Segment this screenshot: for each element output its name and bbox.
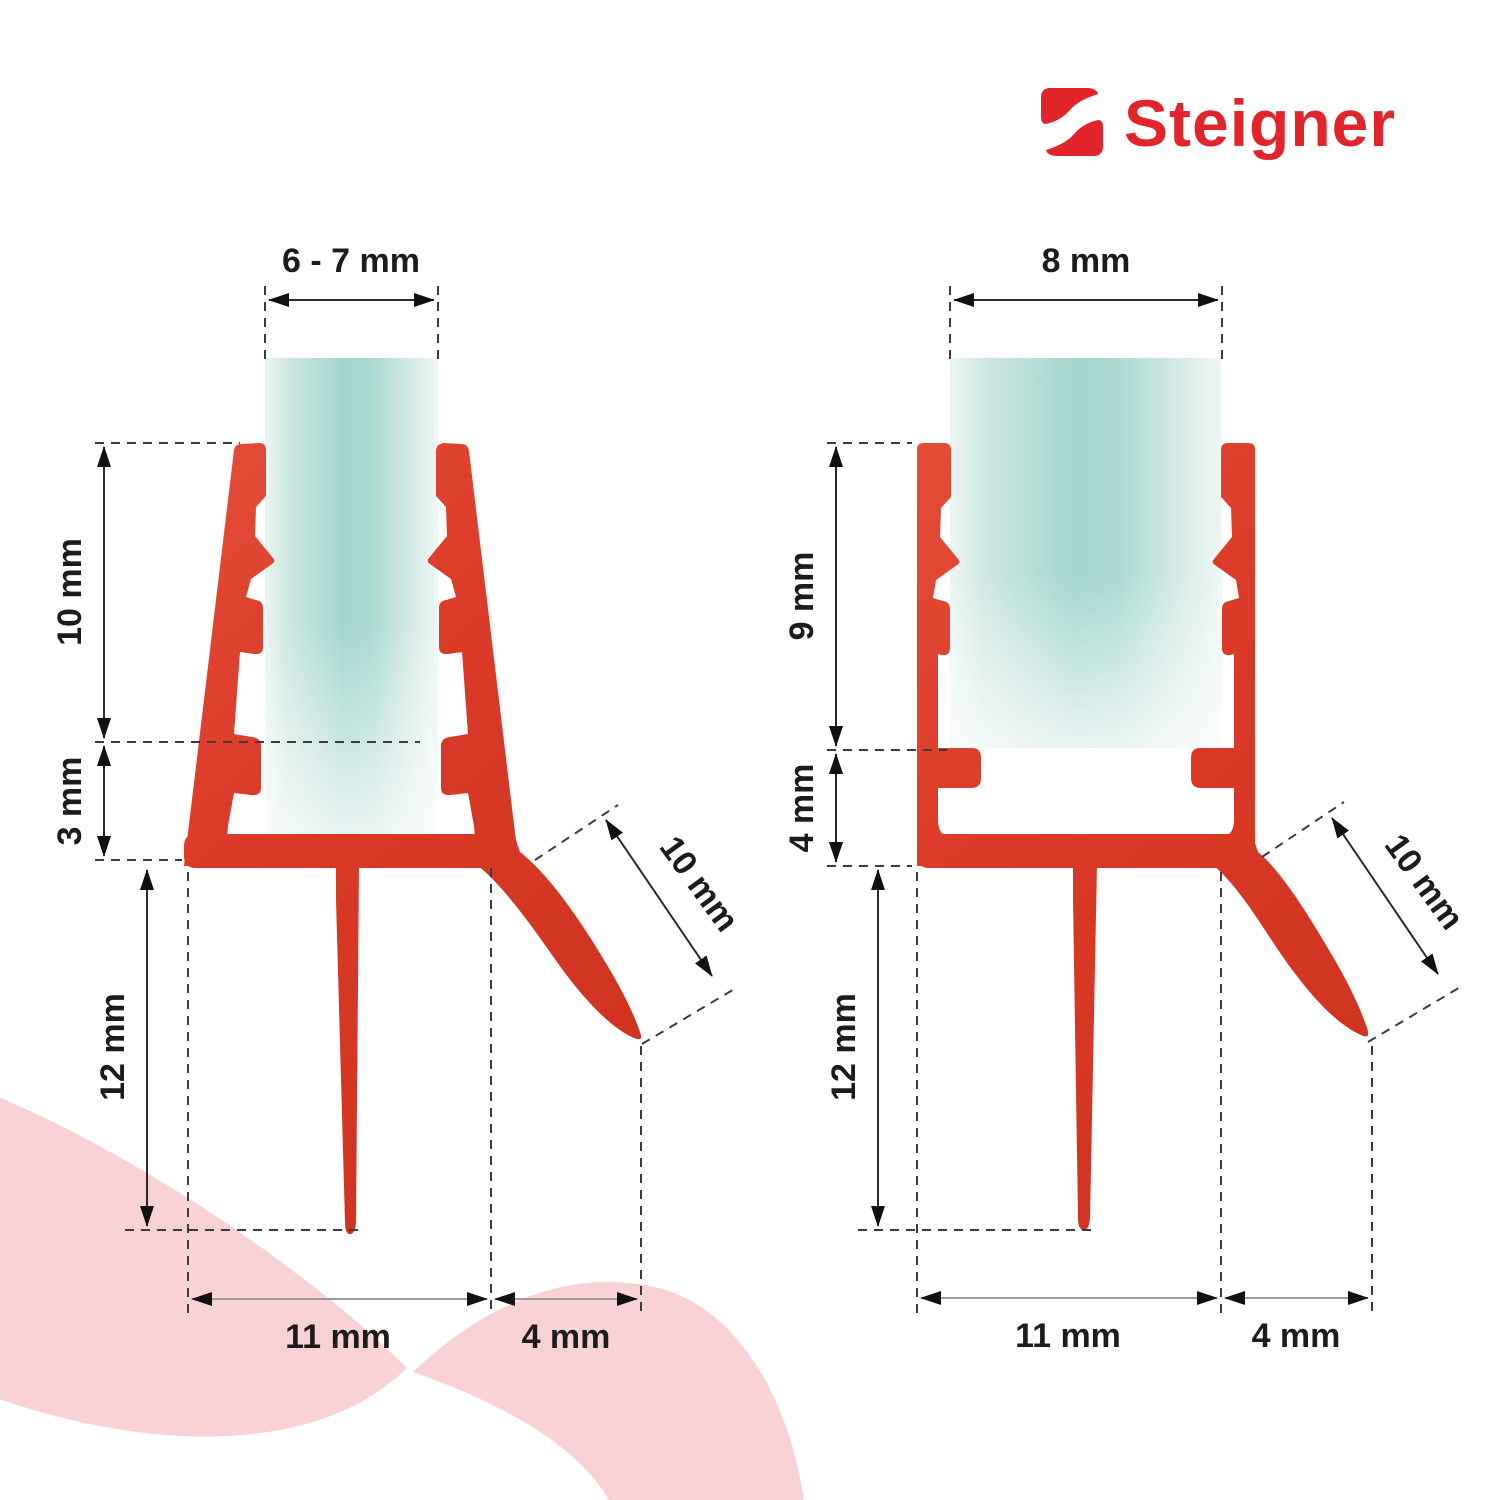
- seal-left-arm: [917, 443, 981, 866]
- seal-drip-lip: [468, 834, 642, 1040]
- dim-label-glass-width-left: 6 - 7 mm: [282, 242, 420, 280]
- dim-upper-clamp-right: 9 mm: [783, 442, 947, 751]
- seal-left-arm: [184, 443, 275, 866]
- dim-lower-clamp-right: 4 mm: [783, 753, 912, 867]
- dim-label-lip-right: 10 mm: [1377, 827, 1471, 936]
- dim-label-upper-clamp-right: 9 mm: [783, 552, 821, 641]
- dim-label-base-width-left: 11 mm: [285, 1318, 391, 1356]
- diagram-right: 8 mm 9 mm 4 mm 12 mm 10 mm: [783, 242, 1471, 1355]
- seal-profile-left: [184, 443, 642, 1235]
- dim-label-base-width-right: 11 mm: [1015, 1317, 1121, 1355]
- dim-fin-right: 12 mm: [825, 869, 1095, 1231]
- dim-label-lip-reach-right: 4 mm: [1252, 1317, 1341, 1355]
- dim-bottom-right: 11 mm 4 mm: [916, 872, 1373, 1355]
- dim-label-lower-clamp-right: 4 mm: [783, 764, 821, 853]
- dim-label-lip-left: 10 mm: [652, 829, 746, 938]
- dim-label-fin-right: 12 mm: [825, 993, 863, 1101]
- dim-glass-width-left: 6 - 7 mm: [264, 242, 439, 362]
- steigner-logo: Steigner: [1041, 86, 1396, 160]
- seal-drip-lip: [1204, 834, 1369, 1037]
- seal-right-arm: [1191, 443, 1255, 866]
- dim-label-glass-width-right: 8 mm: [1042, 242, 1131, 280]
- seal-center-fin: [336, 864, 359, 1235]
- seal-center-fin: [1073, 864, 1097, 1231]
- glass-panel-left: [265, 358, 438, 838]
- dim-label-fin-left: 12 mm: [94, 993, 132, 1101]
- dim-label-lower-clamp-left: 3 mm: [51, 757, 89, 846]
- steigner-logo-text: Steigner: [1124, 86, 1396, 160]
- pink-wave-decoration: [0, 1097, 804, 1500]
- seal-base: [184, 834, 516, 868]
- seal-base: [917, 834, 1255, 868]
- steigner-logo-mark-icon: [1041, 88, 1103, 156]
- dim-label-lip-reach-left: 4 mm: [522, 1318, 611, 1356]
- dim-glass-width-right: 8 mm: [949, 242, 1223, 362]
- dim-upper-clamp-left: 10 mm: [51, 442, 420, 743]
- dim-label-upper-clamp-left: 10 mm: [51, 538, 89, 646]
- glass-panel-right: [950, 358, 1222, 748]
- pink-wave-left-lobe: [0, 1097, 407, 1437]
- seal-profile-right: [917, 443, 1369, 1231]
- seal-right-arm: [427, 443, 519, 866]
- dim-bottom-left: 11 mm 4 mm: [187, 868, 642, 1356]
- pink-wave-right-lobe: [413, 1281, 804, 1500]
- dim-lower-clamp-left: 3 mm: [51, 745, 182, 861]
- dim-fin-left: 12 mm: [94, 869, 362, 1231]
